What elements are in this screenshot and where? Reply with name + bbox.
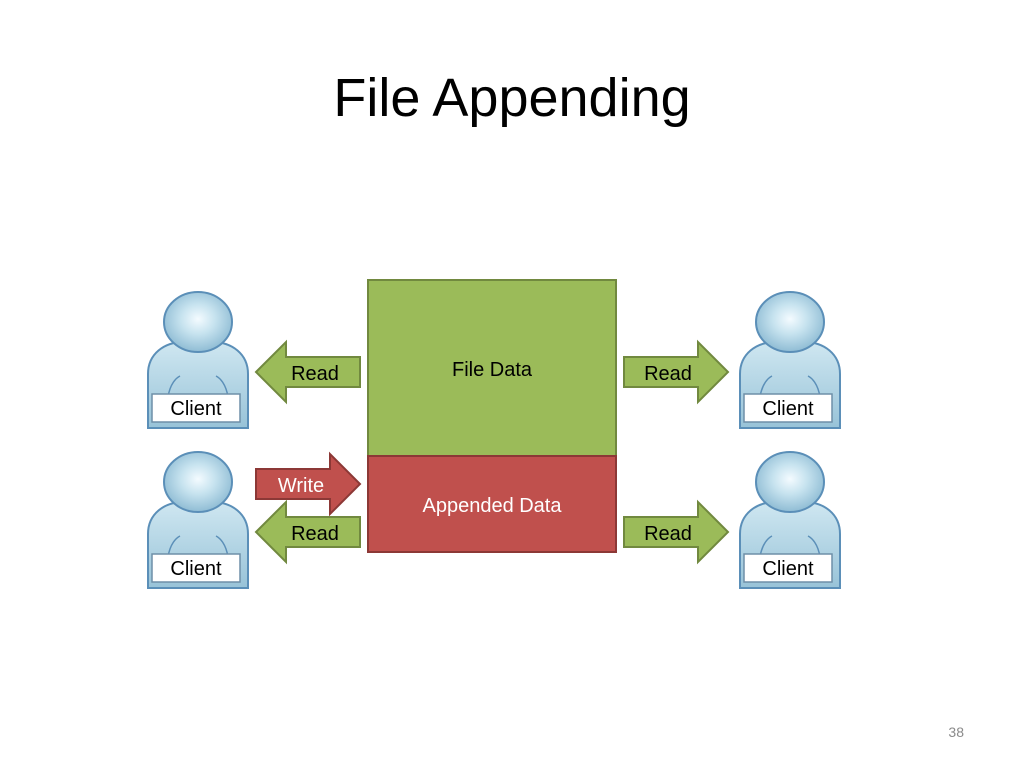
client-label: Client: [762, 398, 814, 420]
read-arrow-label: Read: [644, 363, 692, 385]
client-label-box: [151, 553, 241, 583]
client-label: Client: [762, 558, 814, 580]
client-label-box: [743, 553, 833, 583]
write-arrow-bottom-left: Write: [255, 453, 361, 515]
file-data-block: [367, 279, 617, 457]
appended-data-label: Appended Data: [422, 495, 562, 517]
read-arrow-label: Read: [291, 363, 339, 385]
read-arrow-label: Read: [644, 523, 692, 545]
slide-title: File Appending: [333, 68, 691, 128]
client-bottom-right: Client: [739, 451, 841, 589]
write-arrow-label: Write: [278, 475, 324, 497]
read-arrow-bottom-left: Read: [255, 501, 361, 563]
client-top-left: Client: [147, 291, 249, 429]
client-label-box: [743, 393, 833, 423]
page-number: 38: [948, 724, 964, 740]
read-arrow-bottom-right: Read: [623, 501, 729, 563]
appended-data-block: [367, 455, 617, 553]
read-arrow-top-left: Read: [255, 341, 361, 403]
read-arrow-label: Read: [291, 523, 339, 545]
read-arrow-top-right: Read: [623, 341, 729, 403]
client-top-right: Client: [739, 291, 841, 429]
file-data-label: File Data: [452, 359, 533, 381]
client-bottom-left: Client: [147, 451, 249, 589]
client-label: Client: [170, 558, 222, 580]
client-label: Client: [170, 398, 222, 420]
client-label-box: [151, 393, 241, 423]
